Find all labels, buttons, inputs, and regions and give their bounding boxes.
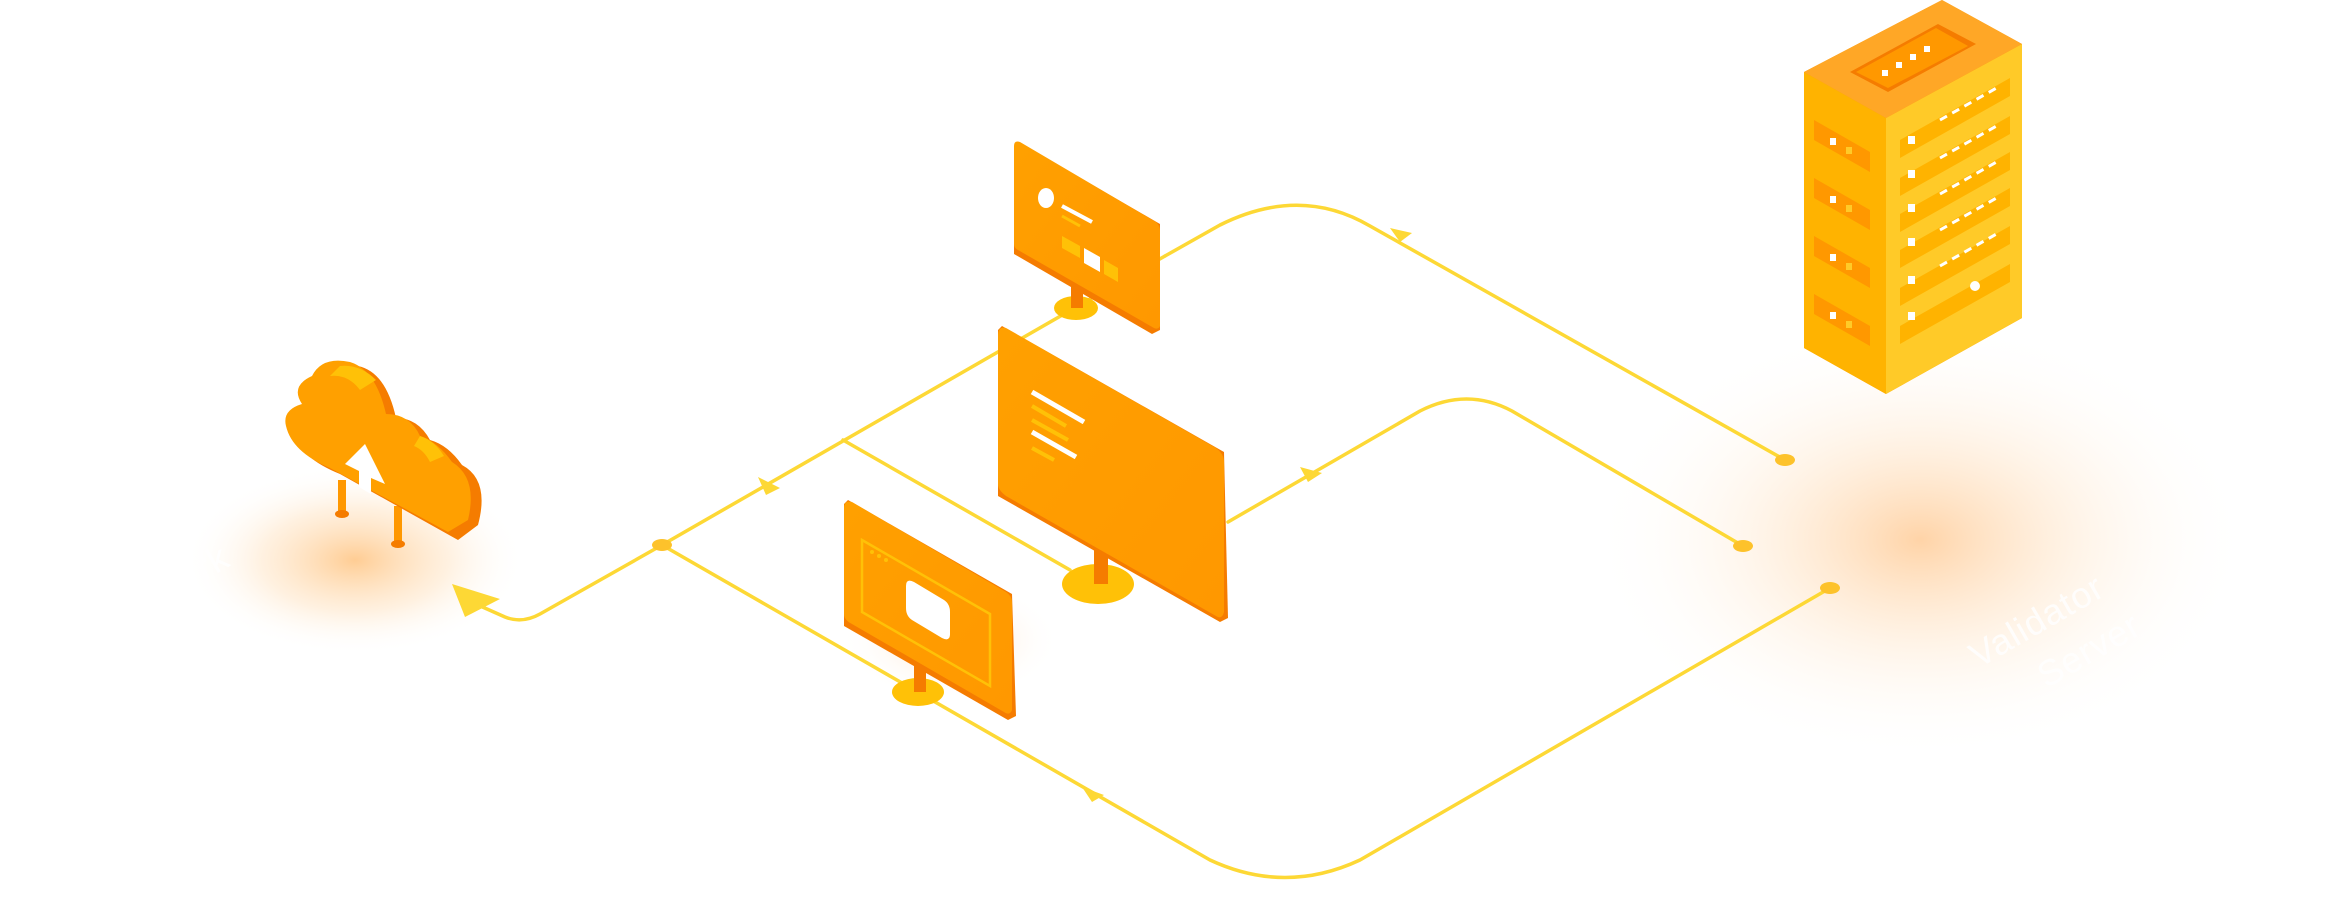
line-hub-to-small-monitor (660, 543, 1832, 880)
connection-node-icon (652, 539, 672, 551)
arrowhead-icon (1390, 228, 1412, 242)
monitor-icon-top (1014, 141, 1160, 334)
server-rack-icon (1804, 0, 2022, 394)
arrowhead-icon (452, 584, 500, 617)
line-top-monitor-to-server (1163, 203, 1787, 462)
monitor-icon-main (998, 326, 1228, 622)
line-middle-monitor-left (841, 438, 1072, 572)
line-middle-monitor-to-server (1226, 397, 1745, 548)
connection-node-icon (1820, 582, 1840, 594)
arrowhead-icon (758, 477, 780, 495)
arrowhead-icon (1082, 787, 1104, 802)
arrowheads (452, 228, 1412, 802)
cloud-upload-icon (285, 360, 482, 548)
server-glow (1590, 320, 2250, 760)
line-network-to-hub (476, 543, 664, 622)
connection-nodes (652, 454, 1840, 594)
connection-node-icon (1775, 454, 1795, 466)
connection-node-icon (1733, 540, 1753, 552)
monitor-icon-small (844, 500, 1016, 720)
arrowhead-icon (1300, 467, 1322, 482)
